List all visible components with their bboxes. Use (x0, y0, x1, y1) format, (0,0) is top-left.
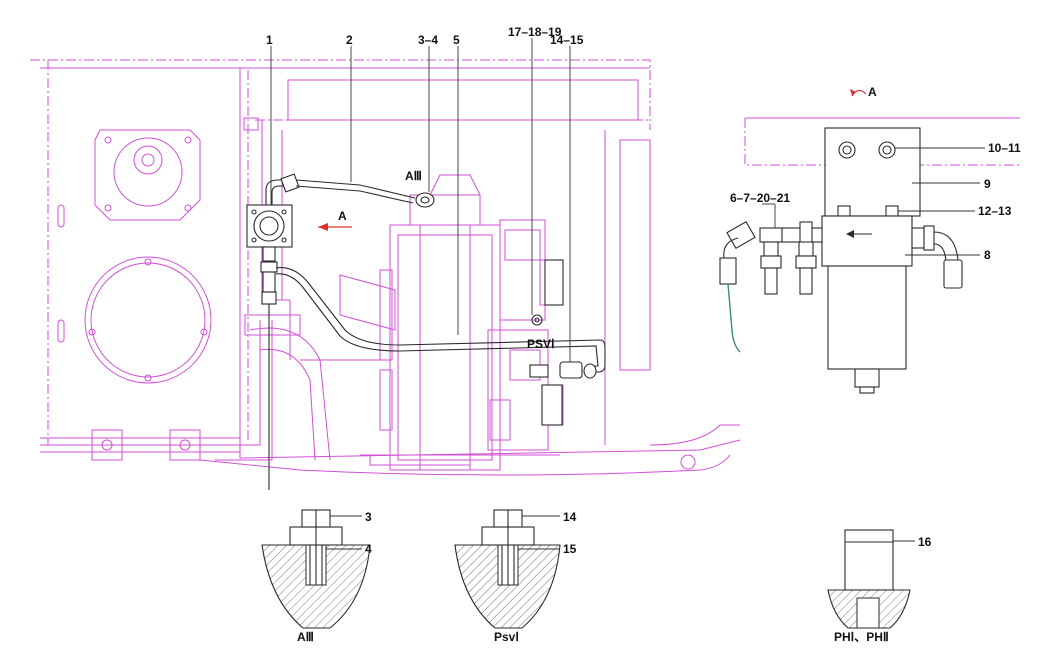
detail-psvi-caption: PsvⅠ (494, 630, 519, 644)
machine-frame (30, 59, 741, 476)
view-a-callout-12-13: 12–13 (978, 204, 1012, 218)
main-callouts: 1 2 3–4 5 17–18–19 14–15 AⅢ PSVⅠ A (266, 25, 584, 362)
callout-17-18-19: 17–18–19 (508, 25, 562, 39)
port-label-psvi: PSVⅠ (527, 337, 555, 351)
direction-arrow (318, 223, 352, 231)
detail-aiii-label-top: 3 (365, 510, 372, 524)
callout-1: 1 (266, 33, 273, 47)
detail-aiii-label-bottom: 4 (365, 542, 372, 556)
detail-psvi-label-top: 14 (563, 510, 577, 524)
detail-psvi: 14 15 PsvⅠ (454, 509, 577, 644)
arrow-label-a: A (338, 209, 347, 223)
hydraulic-pump (339, 174, 564, 471)
callout-14-15: 14–15 (550, 33, 584, 47)
detail-aiii-caption: AⅢ (297, 630, 314, 644)
port-label-aiii: AⅢ (405, 169, 422, 183)
view-a: A (719, 85, 1020, 394)
callout-5: 5 (453, 33, 460, 47)
view-a-title: A (868, 85, 877, 99)
callout-3-4: 3–4 (418, 33, 438, 47)
view-a-callout-10-11: 10–11 (988, 141, 1021, 155)
piping (215, 173, 606, 490)
detail-ph: 16 PHⅠ、PHⅡ (827, 529, 932, 644)
view-a-callout-8: 8 (984, 248, 991, 262)
detail-ph-label-top: 16 (918, 535, 932, 549)
detail-aiii: 3 4 AⅢ (261, 509, 372, 644)
detail-psvi-label-bottom: 15 (563, 542, 577, 556)
view-a-callout-9: 9 (984, 177, 991, 191)
callout-2: 2 (346, 33, 353, 47)
view-a-callout-6-7-20-21: 6–7–20–21 (730, 191, 790, 205)
view-a-callouts: 10–11 9 6–7–20–21 12–13 8 (730, 141, 1021, 262)
detail-ph-caption: PHⅠ、PHⅡ (834, 630, 889, 644)
